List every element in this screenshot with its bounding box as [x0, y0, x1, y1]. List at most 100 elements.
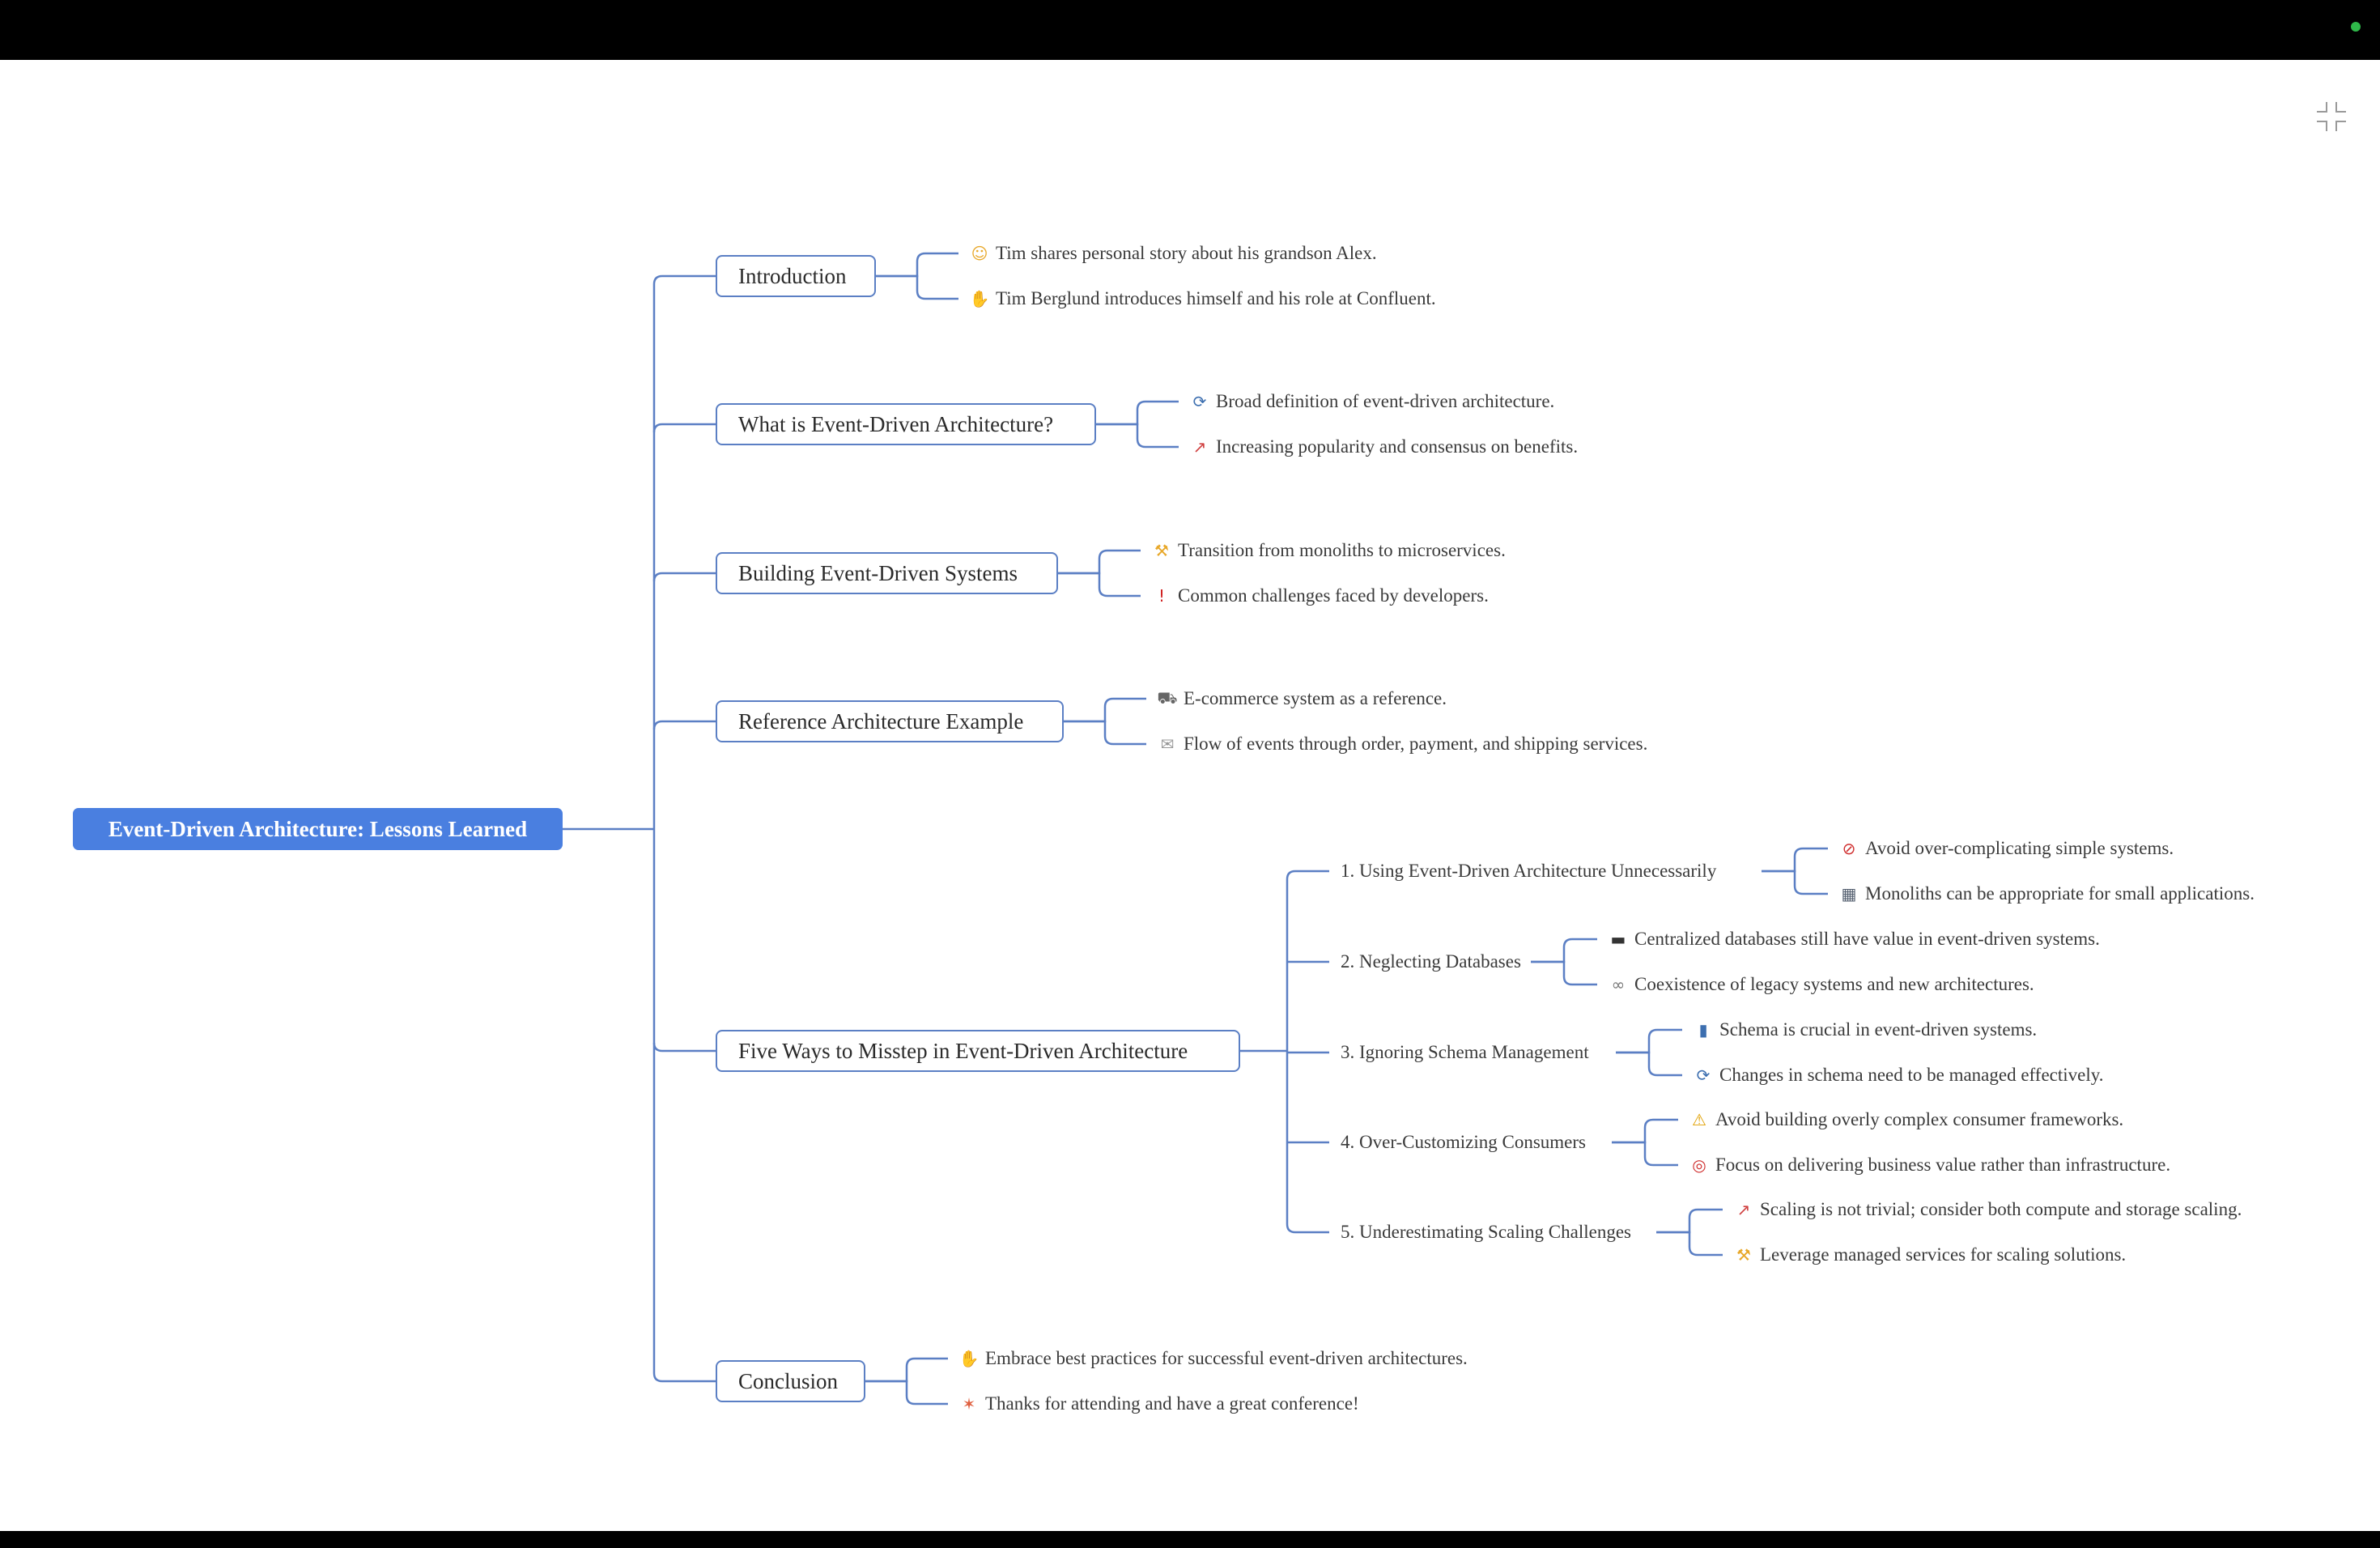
- leaf-node[interactable]: ✋ Embrace best practices for successful e…: [958, 1344, 1468, 1373]
- construction-icon: ⚒: [1154, 541, 1169, 560]
- leaf-node[interactable]: ⊘ Avoid over-complicating simple systems.: [1838, 834, 2174, 863]
- connector-line: [652, 423, 716, 433]
- leaf-text: Leverage managed services for scaling so…: [1760, 1244, 2127, 1265]
- branch-node-6[interactable]: Conclusion: [716, 1360, 865, 1402]
- sub-node-3[interactable]: 3. Ignoring Schema Management: [1341, 1042, 1589, 1062]
- leaf-text: E-commerce system as a reference.: [1184, 688, 1447, 708]
- leaf-text: Centralized databases still have value i…: [1634, 929, 2100, 949]
- leaf-text: Coexistence of legacy systems and new ar…: [1634, 974, 2034, 994]
- handshake-icon: ✋: [958, 1349, 980, 1368]
- leaf-text: Transition from monoliths to microservic…: [1178, 540, 1506, 560]
- leaf-node[interactable]: ∞ Coexistence of legacy systems and new a…: [1607, 970, 2034, 999]
- leaf-node[interactable]: ▮ Schema is crucial in event-driven syste…: [1692, 1015, 2037, 1044]
- branch-node-2[interactable]: What is Event-Driven Architecture?: [716, 403, 1096, 445]
- leaf-node[interactable]: ☺ Tim shares personal story about his gra…: [968, 239, 1377, 268]
- leaf-text: Schema is crucial in event-driven system…: [1719, 1019, 2038, 1040]
- leaf-text: Flow of events through order, payment, a…: [1184, 734, 1648, 754]
- leaf-text: Tim Berglund introduces himself and his …: [996, 288, 1436, 308]
- leaf-node[interactable]: ↗ Increasing popularity and consensus on …: [1188, 432, 1579, 461]
- connector-line: [652, 1372, 716, 1383]
- envelope-icon: ✉: [1160, 734, 1175, 754]
- chart-increasing-icon: ↗: [1736, 1200, 1751, 1219]
- baby-face-icon: ☺: [971, 244, 988, 263]
- leaf-text: Changes in schema need to be managed eff…: [1719, 1065, 2104, 1085]
- sub-node-1[interactable]: 1. Using Event-Driven Architecture Unnec…: [1341, 861, 1717, 881]
- leaf-node[interactable]: ✶ Thanks for attending and have a great c…: [958, 1389, 1359, 1418]
- status-dot: [2351, 22, 2361, 32]
- branch-node-1[interactable]: Introduction: [716, 255, 876, 297]
- database-icon: ▬: [1610, 929, 1626, 949]
- leaf-text: Broad definition of event-driven archite…: [1216, 391, 1555, 411]
- waving-hand-icon: ✋: [969, 289, 990, 308]
- bottom-bar: [0, 1531, 2380, 1548]
- connector-line: [876, 252, 958, 278]
- leaf-node[interactable]: ▬ Centralized databases still have value …: [1607, 925, 2100, 954]
- refresh-icon: ⟳: [1192, 392, 1207, 411]
- leaf-text: Common challenges faced by developers.: [1178, 585, 1489, 606]
- connector-line: [1286, 1223, 1329, 1234]
- leaf-text: Tim shares personal story about his gran…: [996, 243, 1377, 263]
- connector-line: [865, 1357, 948, 1383]
- connector-line: [1656, 1231, 1723, 1257]
- leaf-text: Avoid over-complicating simple systems.: [1865, 838, 2174, 858]
- prohibited-icon: ⊘: [1842, 839, 1856, 858]
- leaf-node[interactable]: ⚒ Leverage managed services for scaling s…: [1732, 1240, 2126, 1269]
- leaf-node[interactable]: ! Common challenges faced by developers.: [1150, 581, 1489, 610]
- connector-line: [652, 274, 716, 285]
- leaf-node[interactable]: ↗ Scaling is not trivial; consider both c…: [1732, 1195, 2242, 1224]
- branch-node-4[interactable]: Reference Architecture Example: [716, 700, 1064, 742]
- leaf-node[interactable]: ◎ Focus on delivering business value rath…: [1688, 1150, 2170, 1180]
- leaf-node[interactable]: ▦ Monoliths can be appropriate for small …: [1838, 879, 2255, 908]
- leaf-text: Avoid building overly complex consumer f…: [1715, 1109, 2124, 1129]
- chart-increasing-icon: ↗: [1192, 437, 1207, 457]
- branch-node-3[interactable]: Building Event-Driven Systems: [716, 552, 1058, 594]
- connector-line: [1616, 1051, 1682, 1077]
- leaf-node[interactable]: ✉ Flow of events through order, payment, …: [1156, 729, 1648, 759]
- connector-line: [1531, 938, 1597, 963]
- root-node[interactable]: Event-Driven Architecture: Lessons Learn…: [73, 808, 563, 850]
- leaf-text: Embrace best practices for successful ev…: [985, 1348, 1468, 1368]
- connector-line: [652, 572, 716, 582]
- connector-line: [1096, 400, 1179, 426]
- collapse-icon[interactable]: [2315, 99, 2348, 134]
- top-bar: [0, 0, 2380, 60]
- leaf-node[interactable]: ⚠Avoid building overly complex consumer …: [1688, 1105, 2123, 1134]
- connector-line: [1612, 1141, 1678, 1167]
- connector-line: [1058, 549, 1141, 575]
- connector-line: [876, 274, 958, 300]
- leaf-node[interactable]: ⟳ Broad definition of event-driven archit…: [1188, 387, 1555, 416]
- sub-node-4[interactable]: 4. Over-Customizing Consumers: [1341, 1132, 1586, 1152]
- party-popper-icon: ✶: [962, 1394, 976, 1414]
- construction-icon: ⚒: [1736, 1245, 1751, 1265]
- connector-line: [1612, 1118, 1678, 1144]
- leaf-text: Increasing popularity and consensus on b…: [1216, 436, 1579, 457]
- shopping-cart-icon: ⛟: [1157, 687, 1178, 708]
- leaf-node[interactable]: ⛟ E-commerce system as a reference.: [1156, 684, 1447, 713]
- leaf-text: Focus on delivering business value rathe…: [1715, 1155, 2171, 1175]
- connector-line: [1531, 960, 1597, 986]
- connector-line: [1762, 847, 1828, 873]
- branch-node-5[interactable]: Five Ways to Misstep in Event-Driven Arc…: [716, 1030, 1240, 1072]
- connector-line: [652, 720, 716, 730]
- connector-line: [1762, 870, 1828, 895]
- leaf-node[interactable]: ⟳ Changes in schema need to be managed ef…: [1692, 1061, 2104, 1090]
- leaf-node[interactable]: ⚒ Transition from monoliths to microservi…: [1150, 536, 1506, 565]
- target-icon: ◎: [1692, 1155, 1706, 1175]
- bar-chart-icon: ▮: [1698, 1020, 1708, 1040]
- sub-node-5[interactable]: 5. Underestimating Scaling Challenges: [1341, 1222, 1631, 1242]
- exclamation-icon: !: [1158, 586, 1166, 606]
- office-building-icon: ▦: [1841, 884, 1857, 904]
- connector-line: [1286, 870, 1329, 880]
- connector-line: [1616, 1028, 1682, 1054]
- connector-line: [1656, 1208, 1723, 1234]
- sub-node-2[interactable]: 2. Neglecting Databases: [1341, 951, 1521, 972]
- leaf-text: Monoliths can be appropriate for small a…: [1865, 883, 2255, 904]
- leaf-text: Thanks for attending and have a great co…: [985, 1393, 1359, 1414]
- leaf-node[interactable]: ✋ Tim Berglund introduces himself and his…: [968, 284, 1436, 313]
- connector-line: [865, 1380, 948, 1406]
- connector-line: [652, 1042, 716, 1053]
- refresh-icon: ⟳: [1696, 1065, 1711, 1085]
- leaf-text: Scaling is not trivial; consider both co…: [1760, 1199, 2242, 1219]
- link-icon: ∞: [1611, 975, 1626, 994]
